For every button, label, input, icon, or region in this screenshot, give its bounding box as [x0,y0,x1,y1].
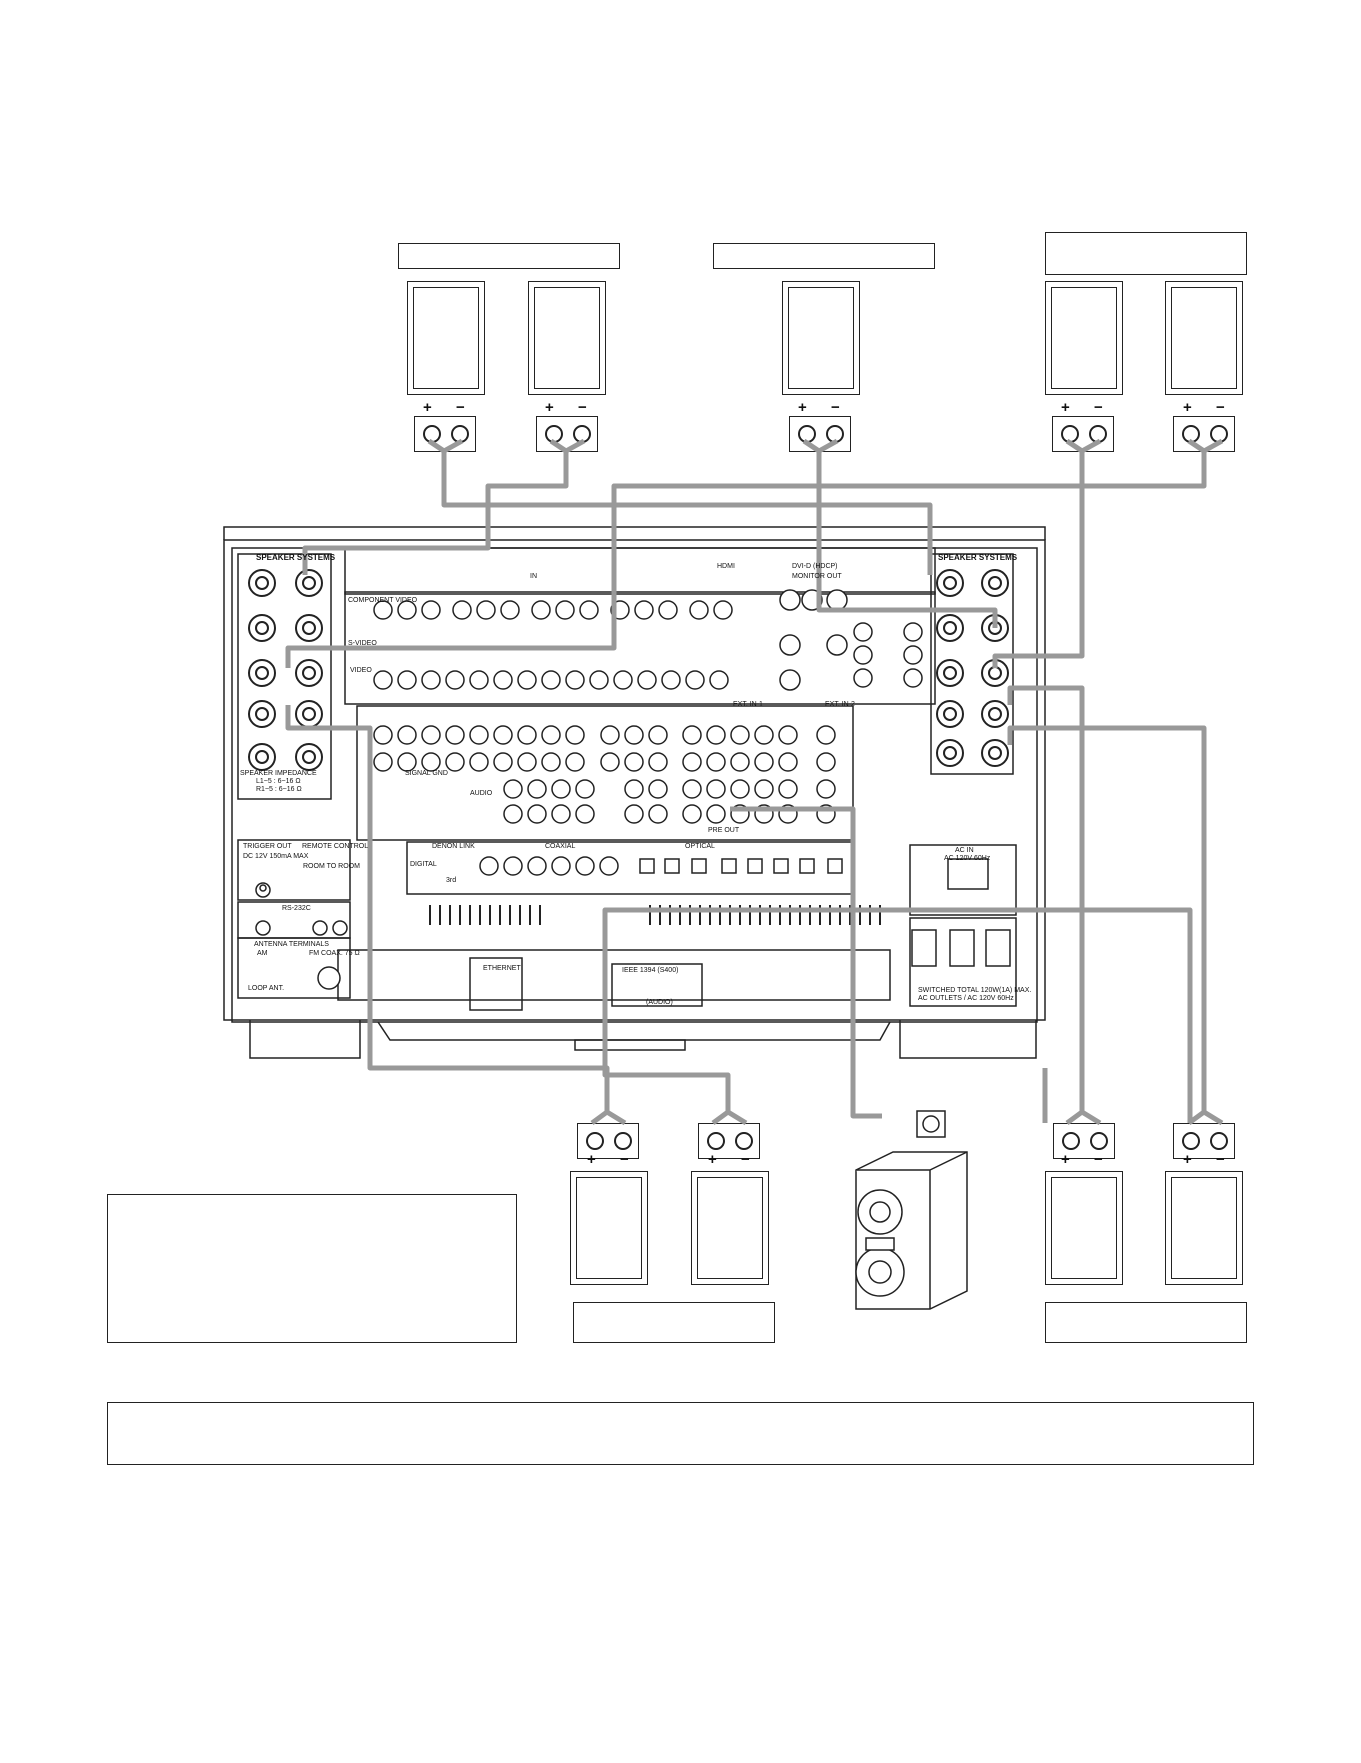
s-video-label: S-VIDEO [348,640,377,647]
plus-sign: + [587,1151,596,1168]
speaker-terminal [789,416,851,452]
speaker-surround-back-left [1045,1171,1123,1285]
minus-sign: − [1094,399,1103,416]
antenna-terminals-label: ANTENNA TERMINALS [254,941,329,948]
speaker-front-left-b [1045,281,1123,395]
ac-in-label: AC IN [955,847,974,854]
trigger-out-label: TRIGGER OUT [243,843,292,850]
rca-jack-grid [255,589,923,990]
plus-sign: + [545,399,554,416]
denon-link-sub-label: 3rd [446,877,456,884]
bottom-right-speaker-label-box [1045,1302,1247,1343]
minus-sign: − [1216,1151,1225,1168]
minus-sign: − [741,1151,750,1168]
loop-ant-label: LOOP ANT. [248,985,284,992]
speaker-front-right-a [528,281,606,395]
top-left-speaker-label-box [398,243,620,269]
speaker-terminal [1053,1123,1115,1159]
speaker-terminal [536,416,598,452]
ieee1394-sub-label: (AUDIO) [646,999,673,1006]
minus-sign: − [578,399,587,416]
rs232c-label: RS-232C [282,905,311,912]
minus-sign: − [1216,399,1225,416]
speaker-terminal [1052,416,1114,452]
signal-gnd-label: SIGNAL GND [405,770,448,777]
plus-sign: + [1061,399,1070,416]
minus-sign: − [620,1151,629,1168]
ext-in-1-label: EXT. IN-1 [733,701,763,708]
pre-out-label: PRE OUT [708,827,740,834]
bottom-center-speaker-label-box [573,1302,775,1343]
speaker-center [782,281,860,395]
ac-in-spec-label: AC 120V 60Hz [944,855,991,862]
ac-outlets [911,929,1011,967]
plus-sign: + [423,399,432,416]
denon-link-label: DENON LINK [432,843,475,850]
component-video-label: COMPONENT VIDEO [348,597,418,604]
top-right-speaker-label-box [1045,232,1247,275]
speaker-surround-left [570,1171,648,1285]
speaker-front-left-a [407,281,485,395]
optical-ports [639,858,843,874]
video-label: VIDEO [350,667,372,674]
speaker-terminal [698,1123,760,1159]
monitor-out-label: MONITOR OUT [792,573,842,580]
plus-sign: + [1183,1151,1192,1168]
minus-sign: − [1094,1151,1103,1168]
optical-label: OPTICAL [685,843,715,850]
switched-label: SWITCHED TOTAL 120W(1A) MAX. [918,987,1031,994]
speaker-surround-right [691,1171,769,1285]
plus-sign: + [1061,1151,1070,1168]
speaker-terminal [1173,1123,1235,1159]
plus-sign: + [708,1151,717,1168]
caption-box [107,1402,1254,1465]
speaker-impedance-left: L1~5 : 6~16 Ω [256,778,301,785]
speaker-terminal [577,1123,639,1159]
ac-outlets-label: AC OUTLETS / AC 120V 60Hz [918,995,1014,1002]
audio-label: AUDIO [470,790,493,797]
left-speaker-systems-label: SPEAKER SYSTEMS [256,553,336,562]
am-label: AM [257,950,268,957]
coaxial-label: COAXIAL [545,843,575,850]
dvi-label: DVI-D (HDCP) [792,563,838,570]
trigger-spec-label: DC 12V 150mA MAX [243,853,309,860]
ethernet-label: ETHERNET [483,965,521,972]
minus-sign: − [456,399,465,416]
receiver-chassis [223,526,1046,1059]
ieee1394-label: IEEE 1394 (S400) [622,967,678,974]
remote-control-label: REMOTE CONTROL [302,843,368,850]
speaker-front-right-b [1165,281,1243,395]
minus-sign: − [831,399,840,416]
room-to-room-label: ROOM TO ROOM [303,863,360,870]
fm-label: FM COAX. 75 Ω [309,950,360,957]
hdmi-label: HDMI [717,563,735,570]
plus-sign: + [1183,399,1192,416]
speaker-impedance-title: SPEAKER IMPEDANCE [240,770,317,777]
ext-in-2-label: EXT. IN-2 [825,701,855,708]
speaker-terminal [414,416,476,452]
digital-label: DIGITAL [410,861,437,868]
speaker-cables [285,438,1224,1126]
subwoofer [855,1110,968,1310]
hdmi-in-label: IN [530,573,537,580]
speaker-surround-back-right [1165,1171,1243,1285]
top-center-speaker-label-box [713,243,935,269]
note-box [107,1194,517,1343]
right-speaker-systems-label: SPEAKER SYSTEMS [938,553,1018,562]
plus-sign: + [798,399,807,416]
speaker-impedance-right: R1~5 : 6~16 Ω [256,786,302,793]
speaker-terminal [1173,416,1235,452]
left-binding-posts [248,569,323,771]
